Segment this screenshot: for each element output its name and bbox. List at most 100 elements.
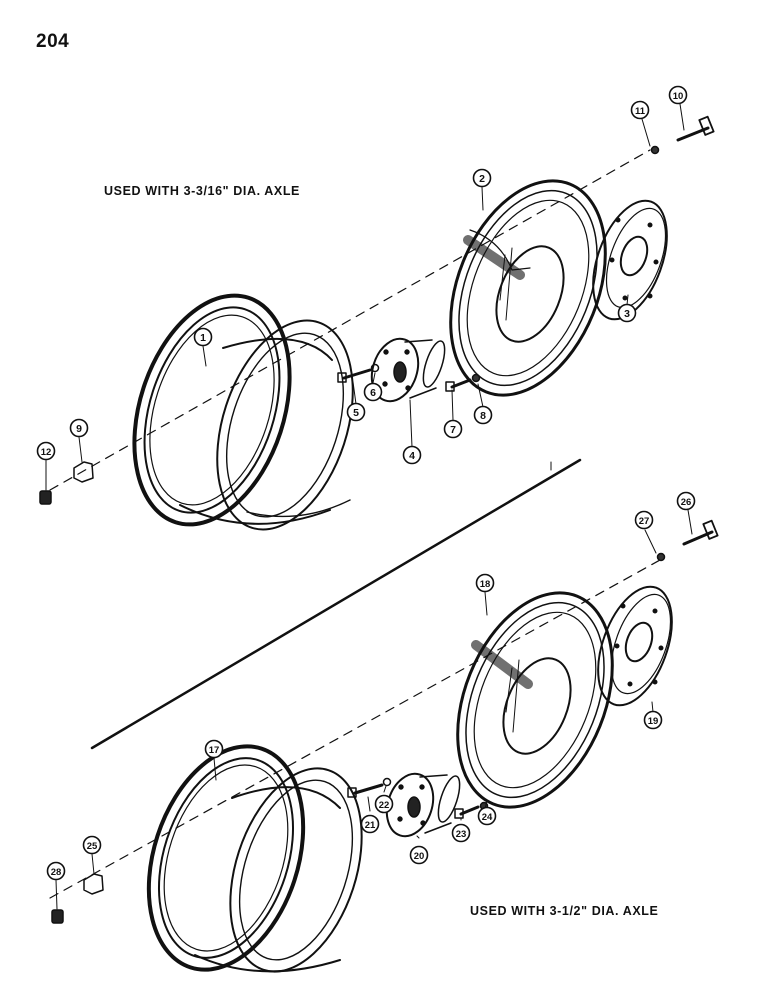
caption-small-axle: USED WITH 3-3/16" DIA. AXLE (104, 184, 300, 198)
callout-circle (204, 739, 224, 759)
bolt-5-washer-6 (337, 363, 380, 383)
callout-circle (477, 806, 497, 826)
callout-number: 5 (353, 407, 359, 419)
top-assembly (39, 103, 715, 531)
callout-number: 19 (648, 716, 659, 727)
callout-circle (676, 491, 696, 511)
callout-28: 28 (46, 861, 66, 881)
callout-11: 11 (630, 100, 650, 120)
callout-number: 7 (450, 424, 456, 436)
callout-circle (193, 327, 213, 347)
callout-circle (617, 303, 637, 323)
bolt-10-nut-11 (650, 115, 715, 155)
callout-6: 6 (363, 382, 383, 402)
callout-10: 10 (668, 85, 688, 105)
mounting-plate-bottom (597, 585, 673, 707)
callout-number: 21 (365, 820, 376, 831)
callout-circle (409, 845, 429, 865)
callout-circle (443, 419, 463, 439)
callout-circle (472, 168, 492, 188)
callout-9: 9 (69, 418, 89, 438)
wheel-rim-bottom (146, 744, 363, 973)
callout-19: 19 (643, 710, 663, 730)
callout-27: 27 (634, 510, 654, 530)
bottom-assembly (49, 509, 719, 973)
wheel-rim-top (132, 293, 354, 531)
callout-24: 24 (477, 806, 497, 826)
wheel-weight-bottom (456, 591, 614, 809)
callout-number: 20 (414, 851, 425, 862)
callout-number: 23 (456, 829, 467, 840)
callout-circle (363, 382, 383, 402)
callout-circle (82, 835, 102, 855)
callout-7: 7 (443, 419, 463, 439)
callout-number: 22 (379, 800, 390, 811)
hub-bottom (385, 772, 461, 838)
section-divider-line (90, 458, 582, 750)
callout-circle (475, 573, 495, 593)
callout-number: 17 (209, 745, 220, 756)
wedge-25-nut-28 (51, 873, 104, 924)
callout-circle (69, 418, 89, 438)
callout-number: 18 (480, 579, 491, 590)
callout-number: 4 (409, 450, 415, 462)
bolt-21-washer-22 (347, 777, 392, 798)
hub-top (370, 337, 446, 403)
callout-circle (402, 445, 422, 465)
callout-number: 10 (673, 91, 684, 102)
callout-18: 18 (475, 573, 495, 593)
wedge-9-nut-12 (39, 461, 94, 505)
callout-4: 4 (402, 445, 422, 465)
callout-number: 26 (681, 497, 692, 508)
callout-21: 21 (360, 814, 380, 834)
page-number: 204 (36, 31, 70, 52)
callout-number: 28 (51, 867, 62, 878)
callout-number: 9 (76, 423, 82, 435)
callout-2: 2 (472, 168, 492, 188)
callout-number: 24 (482, 812, 493, 823)
callout-number: 27 (639, 516, 650, 527)
callout-number: 11 (635, 106, 646, 117)
bottom-leader-lines (55, 509, 693, 910)
callout-number: 6 (370, 387, 376, 399)
callout-12: 12 (36, 441, 56, 461)
callout-circle (36, 441, 56, 461)
callout-circle (451, 823, 471, 843)
callout-20: 20 (409, 845, 429, 865)
callout-number: 1 (200, 332, 206, 344)
callout-3: 3 (617, 303, 637, 323)
callout-circle (634, 510, 654, 530)
callout-26: 26 (676, 491, 696, 511)
callout-circle (630, 100, 650, 120)
bolt-7-nut-8 (445, 373, 481, 392)
callout-23: 23 (451, 823, 471, 843)
callout-17: 17 (204, 739, 224, 759)
callout-number: 8 (480, 410, 486, 422)
wheel-weight-top (449, 179, 607, 397)
callout-circle (46, 861, 66, 881)
callout-8: 8 (473, 405, 493, 425)
callout-circle (643, 710, 663, 730)
callout-number: 25 (87, 841, 98, 852)
callout-number: 2 (479, 173, 485, 185)
callout-circle (360, 814, 380, 834)
callout-number: 3 (624, 308, 630, 320)
callout-1: 1 (193, 327, 213, 347)
caption-large-axle: USED WITH 3-1/2" DIA. AXLE (470, 904, 659, 918)
callout-5: 5 (346, 402, 366, 422)
callout-circle (374, 794, 394, 814)
bolt-26-nut-27 (656, 519, 719, 562)
bottom-axis-dashed-line (49, 559, 661, 899)
mounting-plate-top (592, 199, 668, 321)
callout-circle (346, 402, 366, 422)
callout-22: 22 (374, 794, 394, 814)
top-axis-dashed-line (49, 149, 651, 491)
callout-circle (668, 85, 688, 105)
top-leader-lines (45, 103, 685, 491)
callout-number: 12 (41, 447, 52, 458)
callout-circle (473, 405, 493, 425)
callout-25: 25 (82, 835, 102, 855)
